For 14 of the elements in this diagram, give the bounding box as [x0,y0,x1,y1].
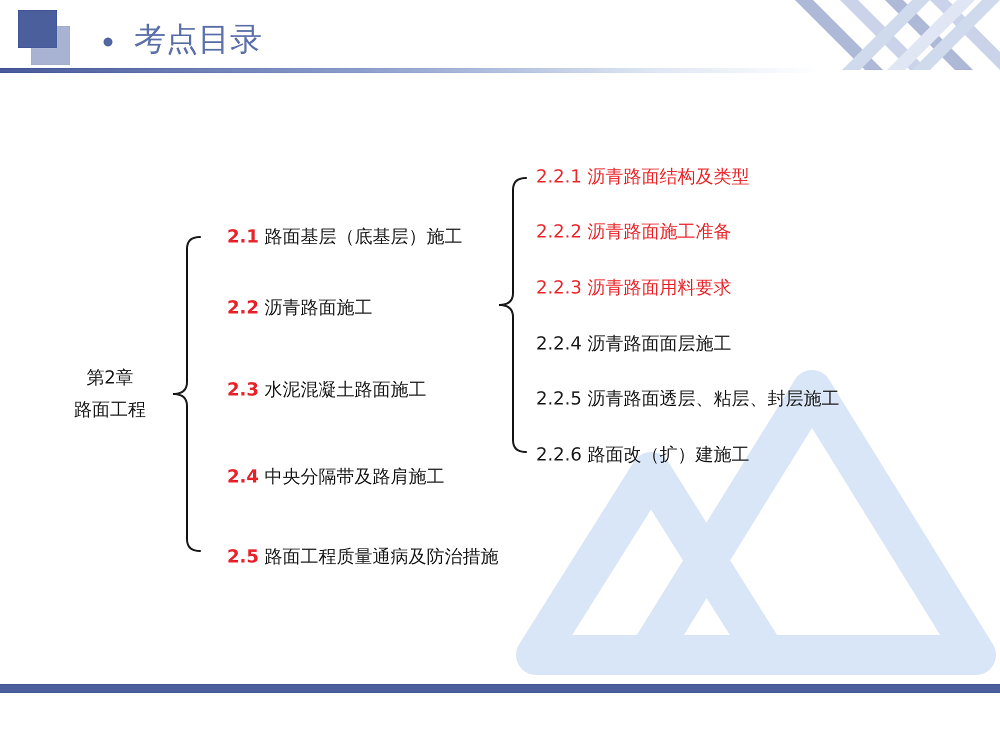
section-heading: 2.1 路面基层（底基层）施工 [227,225,463,249]
topic-item: 2.2.6 路面改（扩）建施工 [536,443,750,467]
topic-item: 2.2.5 沥青路面透层、粘层、封层施工 [536,387,840,411]
topic-item: 2.2.3 沥青路面用料要求 [536,276,732,300]
section-heading: 2.4 中央分隔带及路肩施工 [227,465,445,489]
topic-item: 2.2.2 沥青路面施工准备 [536,220,732,244]
section-heading: 2.2 沥青路面施工 [227,296,373,320]
section-heading: 2.5 路面工程质量通病及防治措施 [227,545,499,569]
chapter-title: 路面工程 [74,398,146,422]
chapter-number: 第2章 [86,366,134,390]
slide-title: 考点目录 [134,20,262,58]
topic-item: 2.2.1 沥青路面结构及类型 [536,165,750,189]
topic-item: 2.2.4 沥青路面面层施工 [536,332,732,356]
section-heading: 2.3 水泥混凝土路面施工 [227,378,427,402]
